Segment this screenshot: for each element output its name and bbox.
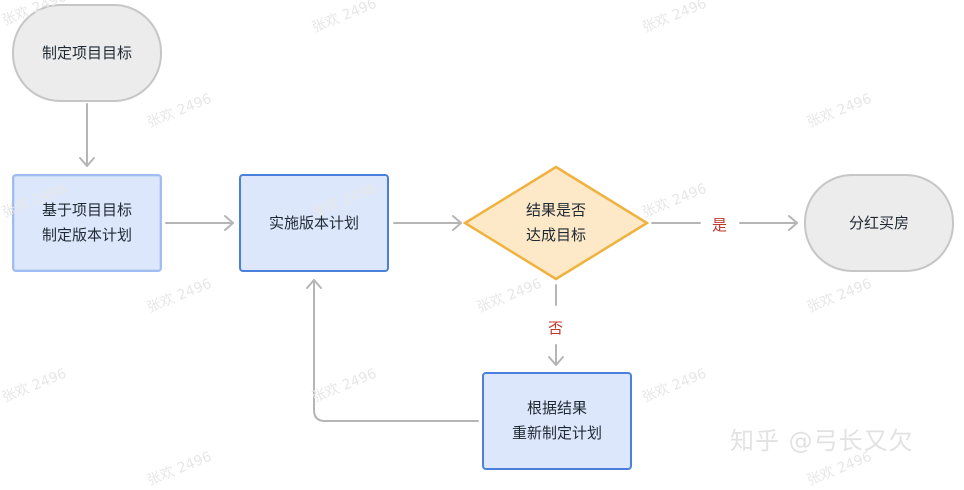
arrowhead-decision-to-replan [548, 356, 564, 366]
edge-label-yes: 是 [712, 214, 728, 235]
node-make-plan-line1: 基于项目目标 [41, 201, 132, 219]
node-decision-line2: 达成目标 [525, 226, 586, 244]
arrowhead-goal-to-plan [79, 157, 95, 167]
arrowhead-execute-to-decision [452, 215, 462, 231]
node-replan-line2: 重新制定计划 [511, 424, 602, 442]
arrowhead-plan-to-execute [224, 215, 234, 231]
node-buy-house: 分红买房 [804, 174, 954, 272]
node-execute-plan-label: 实施版本计划 [268, 213, 359, 232]
edge-label-no: 否 [548, 317, 564, 338]
arrow-replan-to-execute [313, 279, 479, 422]
node-decision: 结果是否 达成目标 [490, 194, 622, 252]
node-execute-plan: 实施版本计划 [239, 174, 389, 272]
node-decision-line1: 结果是否 [525, 201, 586, 219]
node-buy-house-label: 分红买房 [848, 213, 909, 232]
decision-diamond [462, 165, 650, 281]
connectors [79, 103, 798, 422]
node-make-plan: 基于项目目标 制定版本计划 [12, 174, 162, 272]
brand-watermark: 知乎 @弓长又欠 [730, 427, 914, 455]
node-set-goal-label: 制定项目目标 [41, 43, 132, 62]
flowchart: 制定项目目标 基于项目目标 制定版本计划 实施版本计划 结果是否 达成目标 分红… [12, 4, 954, 470]
arrowhead-decision-to-buy [788, 215, 798, 231]
node-make-plan-line2: 制定版本计划 [41, 226, 132, 244]
node-set-goal: 制定项目目标 [12, 4, 162, 102]
arrowhead-replan-to-execute [306, 279, 322, 289]
node-replan-line1: 根据结果 [526, 399, 587, 417]
node-replan: 根据结果 重新制定计划 [482, 372, 632, 470]
